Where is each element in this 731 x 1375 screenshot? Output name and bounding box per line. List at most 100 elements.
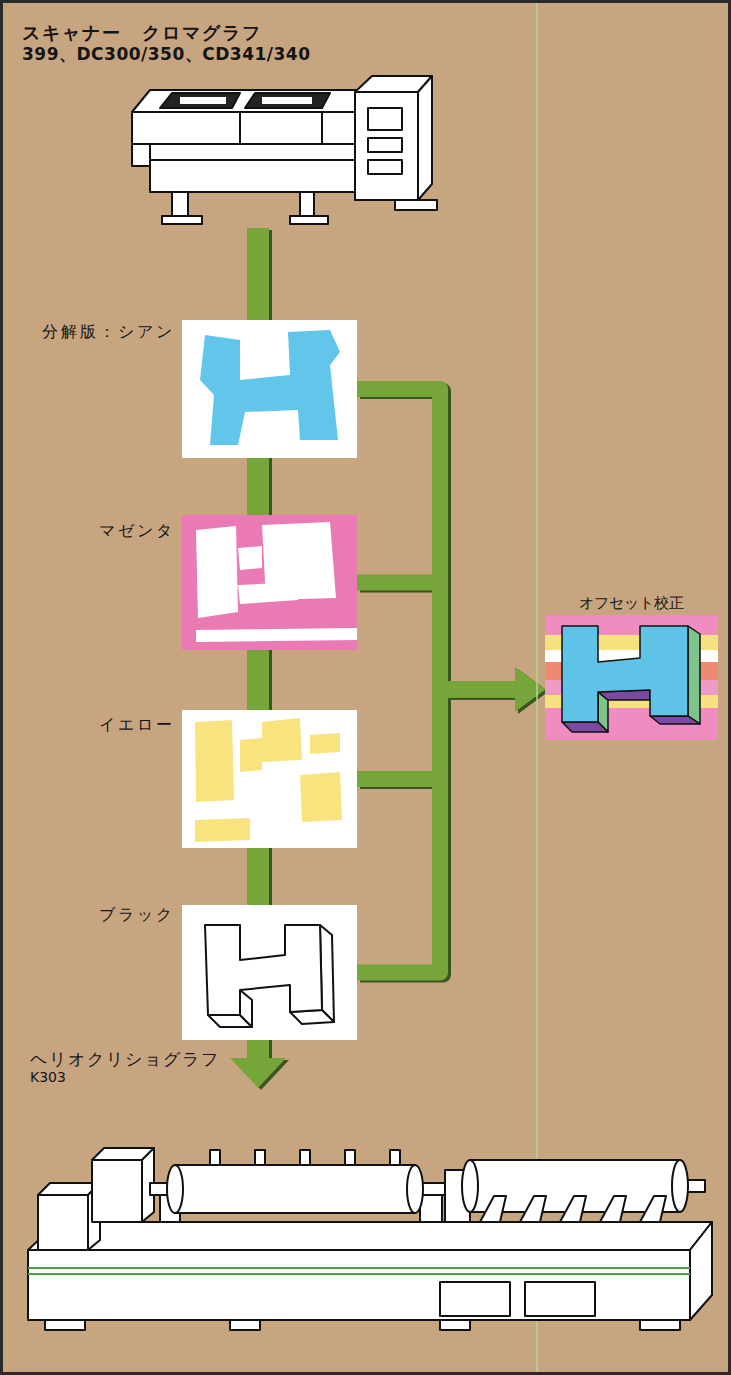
scanner-drawing <box>395 200 437 210</box>
node-label: 399、DC300/350、CD341/340 <box>22 44 311 64</box>
offset-proof-picture <box>562 626 700 732</box>
node-label: マゼンタ <box>21 521 175 540</box>
text-block: ヘリオクリショグラフK303 <box>30 1049 220 1086</box>
engraver-drawing <box>28 1250 690 1320</box>
scanner-drawing <box>239 112 241 144</box>
engraver-drawing <box>28 1273 690 1275</box>
engraver-drawing <box>520 1196 546 1222</box>
yellow-separation <box>195 818 250 842</box>
yellow-separation <box>310 733 340 754</box>
engraver-drawing <box>345 1150 355 1165</box>
scanner-drawing <box>160 93 240 108</box>
yellow-separation <box>195 718 342 842</box>
arrow-head <box>230 1058 286 1088</box>
engraver-drawing <box>28 1148 712 1330</box>
arrow-head <box>515 668 545 712</box>
separation-plate: マゼンタ <box>21 515 357 650</box>
scanner-drawing <box>368 160 402 174</box>
cyan-separation <box>182 320 357 458</box>
arrow-head <box>515 668 545 712</box>
engraver-drawing <box>640 1196 666 1222</box>
engraver-drawing <box>690 1222 712 1320</box>
black-separation <box>240 990 252 1027</box>
magenta-separation <box>196 526 238 618</box>
engraver-drawing <box>390 1150 400 1165</box>
node-label: オフセット校正 <box>545 594 718 612</box>
node-label: イエロー <box>21 715 175 734</box>
text-block: オフセット校正 <box>545 594 718 612</box>
scanner-drawing <box>290 216 328 224</box>
scanner-drawing <box>132 144 150 166</box>
cyan-separation <box>200 330 340 445</box>
cyan-separation <box>182 320 357 458</box>
magenta-separation <box>196 628 357 642</box>
scanner-drawing <box>172 192 188 216</box>
arrow-shaft <box>357 583 519 690</box>
magenta-separation <box>196 522 357 642</box>
engraver-drawing <box>92 1160 142 1222</box>
scanner-drawing <box>132 112 356 144</box>
engraver-drawing <box>300 1150 310 1165</box>
engraver-drawing <box>440 1282 510 1316</box>
offset-proof-picture <box>562 626 688 722</box>
engraver-drawing <box>175 1165 415 1213</box>
black-separation <box>205 925 322 1015</box>
engraver-drawing <box>440 1320 470 1330</box>
magenta-separation <box>182 515 357 650</box>
magenta-separation <box>238 582 300 604</box>
text-block: ブラック <box>21 905 175 924</box>
scanner-drawing <box>245 93 330 108</box>
node-label: スキャナー クロマグラフ <box>22 22 311 44</box>
yellow-separation <box>195 720 234 802</box>
engraver-drawing <box>255 1150 265 1165</box>
engraver-drawing <box>560 1196 586 1222</box>
node-label: ヘリオクリショグラフ <box>30 1049 220 1069</box>
engraver-drawing <box>167 1165 183 1213</box>
offset-proof-picture <box>688 626 700 724</box>
engraver-drawing <box>210 1150 220 1165</box>
yellow-separation <box>182 710 357 848</box>
engraver-drawing <box>640 1320 680 1330</box>
proof-node: オフセット校正 <box>545 592 718 742</box>
text-block: 分解版：シアン <box>21 322 175 341</box>
offset-proof-picture <box>545 615 718 740</box>
engraver-drawing <box>28 1267 690 1269</box>
arrow-head <box>515 668 545 712</box>
offset-proof-picture <box>562 722 608 732</box>
engraver-drawing <box>230 1320 260 1330</box>
engraver-drawing <box>462 1160 478 1212</box>
scanner-drawing <box>300 192 314 216</box>
separation-plate: 分解版：シアン <box>21 320 357 458</box>
arrow-head <box>515 668 545 712</box>
engraver-drawing <box>525 1282 595 1316</box>
separation-plate: イエロー <box>21 710 357 848</box>
magenta-separation <box>182 515 357 650</box>
scanner-drawing <box>368 108 402 130</box>
scanner-drawing <box>132 76 437 224</box>
engraver-drawing <box>28 1222 712 1250</box>
offset-proof-picture <box>650 716 700 724</box>
yellow-separation <box>240 738 262 772</box>
connector-shadow <box>360 670 548 975</box>
magenta-separation <box>238 546 262 570</box>
scanner-drawing <box>355 92 418 200</box>
node-label: 分解版：シアン <box>21 322 175 341</box>
scanner-drawing <box>321 112 323 144</box>
yellow-separation <box>182 710 357 848</box>
text-block: マゼンタ <box>21 521 175 540</box>
scanner-drawing <box>368 138 402 152</box>
flow-arrow <box>357 389 545 712</box>
flow-arrow <box>357 668 545 973</box>
scanner-drawing <box>150 160 356 192</box>
engraver-node: ヘリオクリショグラフK303 <box>25 1088 715 1344</box>
scanner-drawing <box>262 97 312 104</box>
arrow-shaft <box>357 690 519 973</box>
engraver-drawing <box>480 1196 506 1222</box>
connector-shadow <box>360 391 548 714</box>
engraver-drawing <box>407 1165 423 1213</box>
